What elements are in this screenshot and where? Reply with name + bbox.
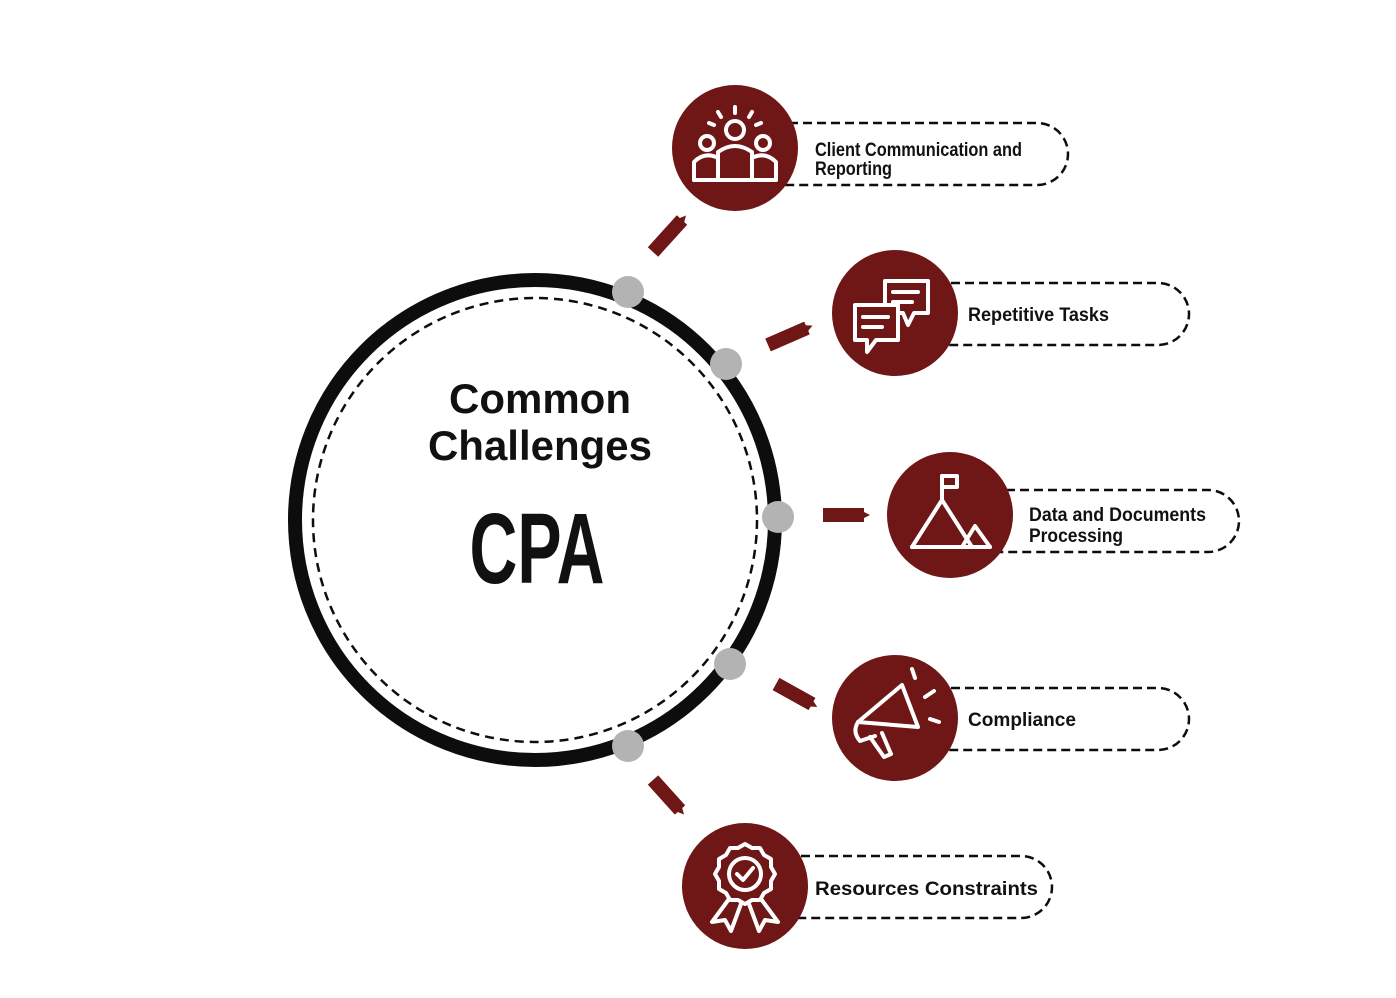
icon-badge (682, 823, 808, 949)
ring-node (612, 276, 644, 308)
label-pill (895, 686, 1191, 752)
award-badge-icon (710, 842, 780, 933)
arrows (647, 215, 870, 815)
ring-node (612, 730, 644, 762)
challenge-item-resources: Resources Constraints (682, 823, 1054, 949)
arrow-4 (772, 677, 818, 711)
arrow-5 (647, 775, 686, 815)
label-pill (895, 281, 1191, 347)
center-title-cpa: CPA (470, 493, 605, 605)
item-label-line1: Repetitive Tasks (968, 305, 1109, 326)
ring-node (710, 348, 742, 380)
center-title-line1: Common (449, 375, 631, 422)
label-pill (733, 121, 1070, 187)
center-title-line2: Challenges (428, 422, 652, 469)
item-label-line1: Client Communication and (815, 140, 1022, 161)
ring-nodes (612, 276, 794, 762)
item-label-line2: Processing (1029, 526, 1123, 547)
mountain-flag-icon (910, 474, 992, 549)
challenge-item-compliance: Compliance (832, 655, 1191, 781)
icon-badge (832, 655, 958, 781)
chat-bubbles-icon (853, 279, 930, 354)
item-label-line2: Reporting (815, 159, 892, 180)
label-pill (950, 488, 1241, 554)
center-hub: Common Challenges CPA (288, 273, 782, 767)
item-label-line1: Data and Documents (1029, 505, 1206, 526)
label-pill (745, 854, 1054, 920)
ring-node (762, 501, 794, 533)
arrow-1 (647, 215, 688, 257)
megaphone-icon (853, 667, 941, 759)
arrow-2 (765, 321, 813, 352)
people-icon (692, 105, 778, 182)
ring-node (714, 648, 746, 680)
item-label-line1: Compliance (968, 710, 1076, 731)
item-label-line1: Resources Constraints (815, 879, 1038, 900)
inner-dashed-ring (311, 296, 759, 744)
challenge-item-client-communication: Client Communication and Reporting (672, 85, 1070, 211)
challenge-item-data-documents: Data and Documents Processing (887, 452, 1241, 578)
challenge-item-repetitive-tasks: Repetitive Tasks (832, 250, 1191, 376)
